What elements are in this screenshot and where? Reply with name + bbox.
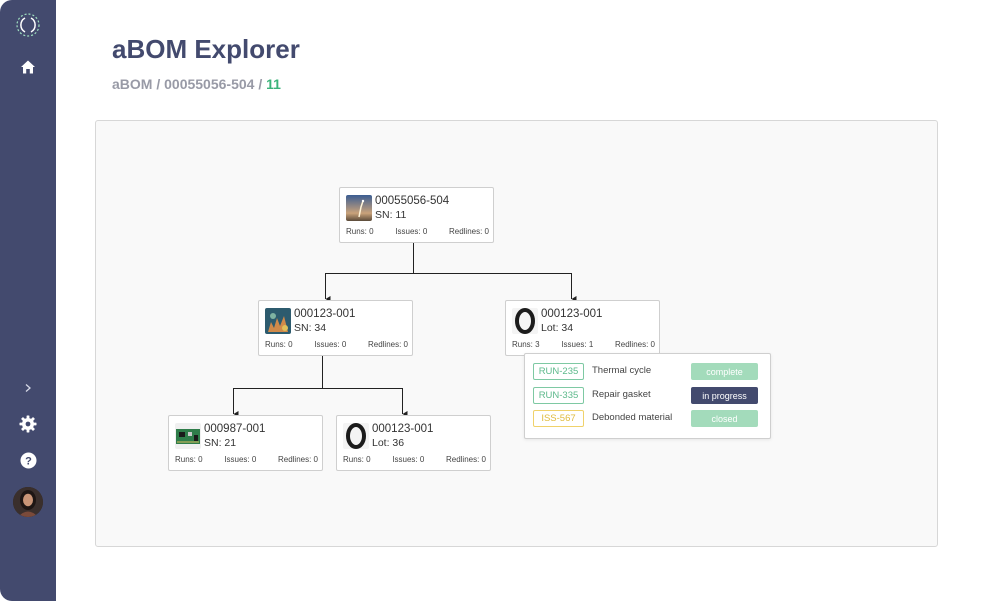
help-icon[interactable]: ? xyxy=(0,448,56,472)
popup-row[interactable]: RUN-235 Thermal cycle complete xyxy=(533,363,763,380)
run-tag[interactable]: RUN-335 xyxy=(533,387,584,404)
coral-thumbnail xyxy=(265,308,291,334)
svg-text:?: ? xyxy=(25,455,32,467)
breadcrumb-separator: / xyxy=(254,76,267,92)
redlines-count: Redlines: 0 xyxy=(445,455,486,464)
rocket-launch-thumbnail xyxy=(346,195,372,221)
run-tag[interactable]: RUN-235 xyxy=(533,363,584,380)
status-badge: in progress xyxy=(691,387,758,404)
page-title: aBOM Explorer xyxy=(112,34,300,64)
sidebar: ? xyxy=(0,0,56,601)
redlines-count: Redlines: 0 xyxy=(614,340,655,349)
issues-count: Issues: 0 xyxy=(392,455,425,464)
popup-row[interactable]: RUN-335 Repair gasket in progress xyxy=(533,387,763,404)
home-icon[interactable] xyxy=(0,55,56,79)
issue-tag[interactable]: ISS-567 xyxy=(533,410,584,427)
part-number: 000123-001 xyxy=(294,308,356,320)
breadcrumb-part[interactable]: 00055056-504 xyxy=(164,76,255,92)
tree-node-root[interactable]: 00055056-504 SN: 11 Runs: 0 Issues: 0 Re… xyxy=(339,187,494,243)
lot-number: Lot: 36 xyxy=(372,437,405,449)
runs-count: Runs: 0 xyxy=(346,227,374,236)
gear-icon[interactable] xyxy=(0,412,56,436)
avatar[interactable] xyxy=(0,486,56,518)
issues-count: Issues: 0 xyxy=(395,227,428,236)
breadcrumb-current: 11 xyxy=(266,76,281,92)
circuit-board-thumbnail xyxy=(175,423,201,449)
redlines-count: Redlines: 0 xyxy=(448,227,489,236)
tree-node-grandchild-2[interactable]: 000123-001 Lot: 36 Runs: 0 Issues: 0 Red… xyxy=(336,415,491,471)
part-number: 000123-001 xyxy=(372,423,434,435)
lot-number: Lot: 34 xyxy=(541,322,574,334)
status-badge: complete xyxy=(691,363,758,380)
breadcrumb-separator: / xyxy=(152,76,165,92)
runs-count: Runs: 0 xyxy=(175,455,203,464)
runs-count: Runs: 3 xyxy=(512,340,540,349)
tree-node-child-1[interactable]: 000123-001 SN: 34 Runs: 0 Issues: 0 Redl… xyxy=(258,300,413,356)
breadcrumb-root[interactable]: aBOM xyxy=(112,76,153,92)
part-number: 000123-001 xyxy=(541,308,603,320)
redlines-count: Redlines: 0 xyxy=(277,455,318,464)
logo-icon[interactable] xyxy=(0,10,56,40)
serial-number: SN: 21 xyxy=(204,437,237,449)
part-number: 000987-001 xyxy=(204,423,266,435)
o-ring-thumbnail xyxy=(343,423,369,449)
runs-issues-popup: RUN-235 Thermal cycle complete RUN-335 R… xyxy=(524,353,771,439)
part-number: 00055056-504 xyxy=(375,195,450,207)
row-description: Debonded material xyxy=(592,412,673,423)
breadcrumb: aBOM / 00055056-504 / 11 xyxy=(112,76,281,92)
tree-node-grandchild-1[interactable]: 000987-001 SN: 21 Runs: 0 Issues: 0 Redl… xyxy=(168,415,323,471)
row-description: Thermal cycle xyxy=(592,365,652,376)
serial-number: SN: 11 xyxy=(375,209,407,221)
issues-count: Issues: 0 xyxy=(224,455,257,464)
chevron-right-icon[interactable] xyxy=(0,378,56,398)
serial-number: SN: 34 xyxy=(294,322,327,334)
status-badge: closed xyxy=(691,410,758,427)
row-description: Repair gasket xyxy=(592,389,651,400)
issues-count: Issues: 1 xyxy=(561,340,594,349)
o-ring-thumbnail xyxy=(512,308,538,334)
runs-count: Runs: 0 xyxy=(343,455,371,464)
redlines-count: Redlines: 0 xyxy=(367,340,408,349)
issues-count: Issues: 0 xyxy=(314,340,347,349)
runs-count: Runs: 0 xyxy=(265,340,293,349)
popup-row[interactable]: ISS-567 Debonded material closed xyxy=(533,410,763,427)
tree-node-child-2[interactable]: 000123-001 Lot: 34 Runs: 3 Issues: 1 Red… xyxy=(505,300,660,356)
